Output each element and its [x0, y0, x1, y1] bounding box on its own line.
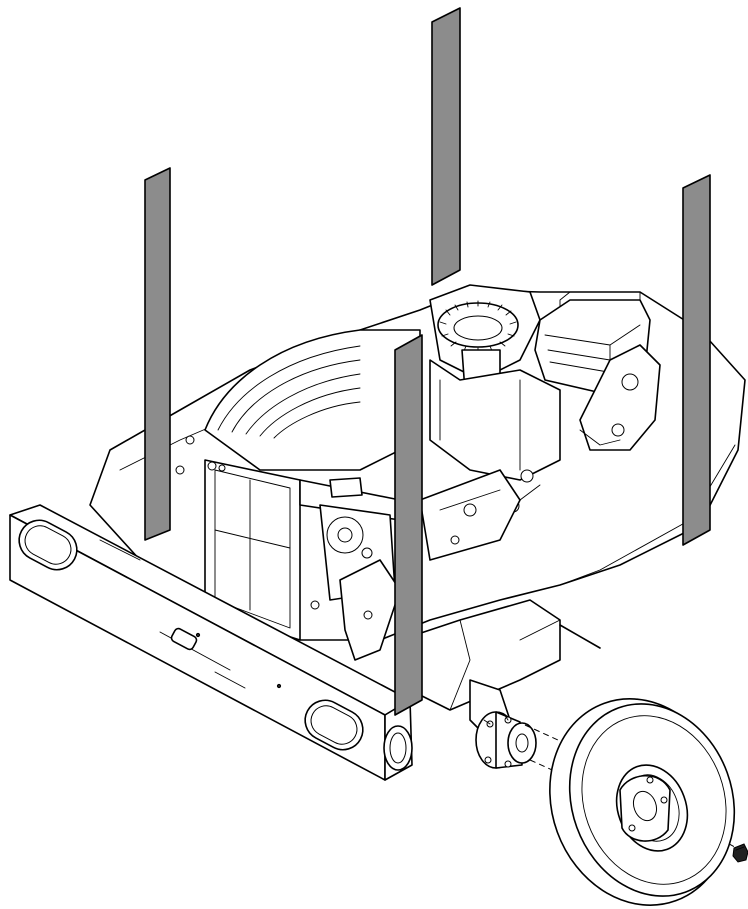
blower-housing — [204, 329, 421, 471]
lifting-strap-front — [394, 334, 423, 716]
lifting-straps — [144, 7, 711, 716]
engine — [429, 284, 661, 513]
wheel-tire — [549, 698, 736, 906]
wheel-hub — [475, 711, 537, 769]
discharge-frame — [175, 435, 521, 661]
spindle-housing — [399, 599, 601, 741]
lug-nut — [732, 843, 748, 863]
front-bumper — [9, 504, 413, 781]
lifting-strap-center — [431, 7, 461, 286]
lifting-strap-right — [682, 174, 711, 546]
lifting-strap-left — [144, 167, 171, 541]
